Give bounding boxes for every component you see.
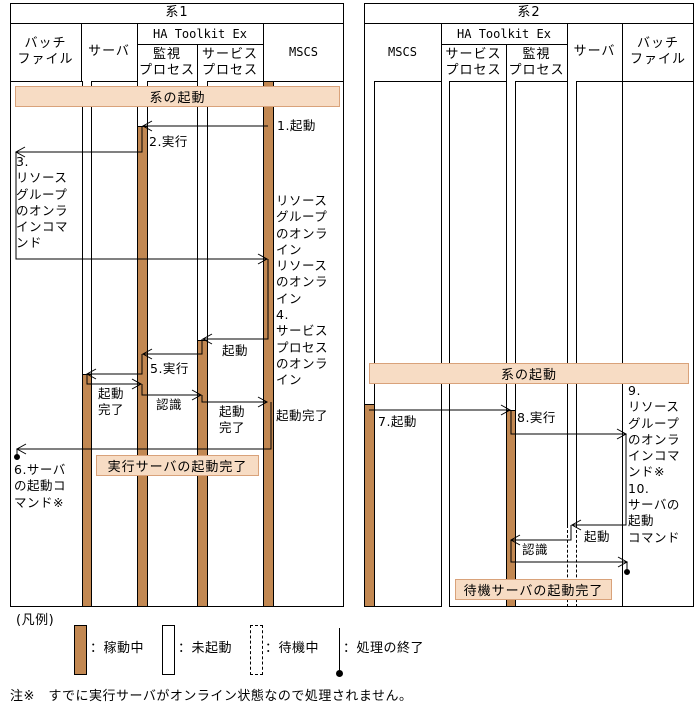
arrow-exec-server	[87, 354, 143, 375]
system2-band-system-start: 系の起動	[369, 363, 689, 384]
system2-mscs-lifeline-idle	[364, 81, 375, 404]
system2-col-mscs: MSCS	[388, 45, 417, 59]
arrow-step6	[16, 402, 272, 456]
system1-server-lifeline-idle	[82, 81, 92, 374]
legend-title: (凡例)	[16, 613, 55, 628]
system1-mscs-online-note: リソース グループ のオンラ イン リソース のオンラ イン 4. サービス プ…	[276, 193, 329, 388]
system1-server-started-label: 起動 完了	[98, 386, 125, 418]
system2-service-lifeline-idle	[441, 81, 450, 607]
legend-end-label: ：処理の終了	[343, 641, 425, 656]
system1-col-monitor: 監視 プロセス	[138, 46, 195, 78]
system2-server-lifeline-standby	[567, 525, 577, 607]
system2-col-service: サービス プロセス	[445, 46, 502, 78]
system1-band-system-start: 系の起動	[15, 86, 340, 107]
system1-step3-label: 3. リソース グループ のオンラ インコマ ンド	[16, 154, 69, 251]
arrow-step3-online	[15, 152, 267, 260]
system1-col-service: サービス プロセス	[201, 46, 258, 78]
system1-col-mscs: MSCS	[289, 45, 318, 59]
system2-col-batch: バッチ ファイル	[629, 36, 686, 67]
legend-standby-swatch	[250, 625, 263, 675]
system1-col-server: サーバ	[88, 44, 130, 59]
arrow-recognize-2	[511, 525, 572, 541]
legend-running-label: ：稼動中	[90, 641, 145, 656]
system1-service-started-label: 起動 完了	[219, 404, 246, 436]
system2-col-monitor: 監視 プロセス	[508, 46, 565, 78]
system1-frame	[10, 3, 344, 607]
system2-step7-label: 7.起動	[378, 414, 417, 429]
arrow-recognize	[141, 384, 201, 396]
system2-monitor-lifeline-idle	[506, 81, 516, 410]
legend-not-started-label: ：未起動	[178, 641, 233, 656]
system1-step1-label: 1.起動	[277, 118, 316, 133]
system2-band-standby-server-started: 待機サーバの起動完了	[455, 579, 612, 600]
arrow-service-started	[201, 395, 267, 403]
arrow-server-started	[86, 374, 141, 385]
system2-col-server: サーバ	[573, 44, 616, 59]
system1-mscs-started-label: 起動完了	[276, 408, 329, 423]
system1-band-active-server-started: 実行サーバの起動完了	[96, 455, 259, 476]
legend-end-line	[339, 628, 340, 672]
system2-server-start-label: 起動	[584, 529, 611, 544]
system1-col-batch: バッチ ファイル	[17, 36, 74, 67]
system2-server-lifeline-idle	[567, 81, 577, 525]
system1-step6-label: 6.サーバ の起動コ マンド※	[14, 462, 67, 510]
system2-col-group-hatoolkit: HA Toolkit Ex	[457, 26, 551, 41]
arrow-step8	[510, 410, 626, 435]
system2-recognize-label: 認識	[522, 542, 549, 557]
legend-running-swatch	[74, 625, 87, 675]
system1-step5-label: 5.実行	[150, 361, 189, 376]
arrow-step3	[16, 126, 143, 153]
system1-recognize-label: 認識	[156, 397, 183, 412]
arrow-step4-start	[203, 259, 269, 340]
system1-service-start-label: 起動	[222, 343, 249, 358]
system1-title: 系1	[165, 5, 189, 20]
system2-title: 系2	[517, 5, 541, 20]
arrow-step5	[143, 339, 203, 355]
system2-step8-label: 8.実行	[517, 410, 556, 425]
legend-not-started-swatch	[162, 625, 175, 675]
legend-end-dot-icon	[336, 670, 343, 677]
arrow-start-server	[572, 434, 627, 526]
system1-mscs-lifeline-running	[263, 81, 274, 607]
legend-standby-label: ：待機中	[265, 641, 320, 656]
footnote: 注※ すでに実行サーバがオンライン状態なので処理されません。	[10, 689, 413, 704]
system1-service-lifeline-idle	[197, 81, 208, 340]
system1-col-group-hatoolkit: HA Toolkit Ex	[153, 26, 247, 41]
arrow-end	[510, 540, 628, 570]
system2-mscs-lifeline-running	[364, 404, 375, 607]
system1-step2-label: 2.実行	[149, 134, 188, 149]
system2-step9-10-label: 9. リソース グループ のオンラ インコマ ンド※ 10. サーバの 起動 コ…	[628, 383, 681, 545]
